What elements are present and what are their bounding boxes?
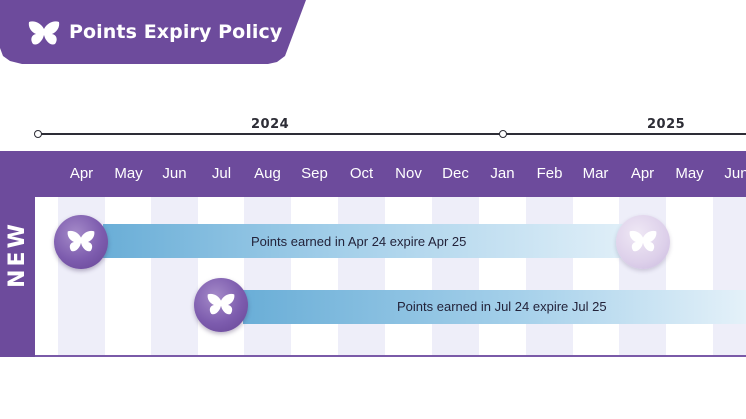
end-badge-apr [616,215,670,269]
month-label: Jun [724,165,746,182]
start-badge-apr [54,215,108,269]
expiry-bar-label: Points earned in Apr 24 expire Apr 25 [251,234,467,249]
month-label: Sep [301,165,328,182]
year-marker-start [34,130,42,138]
month-label: Aug [254,165,281,182]
month-label: Jan [490,165,515,182]
month-column-stripe [244,197,291,355]
month-header: Apr May Jun Jul Aug Sep Oct Nov Dec Jan … [35,151,746,197]
section-label-text: NEW [5,220,30,288]
month-label: May [675,165,704,182]
month-label: Mar [582,165,609,182]
month-label: Apr [69,165,94,182]
month-label: Apr [630,165,655,182]
month-label: Jun [162,165,187,182]
month-column-stripe [338,197,385,355]
year-timeline-line [38,133,746,135]
month-label: May [114,165,143,182]
month-label: Oct [349,165,374,182]
month-label: Dec [442,165,469,182]
butterfly-icon [207,293,235,315]
section-label: NEW [0,151,35,357]
expiry-bar-jul [243,290,746,324]
month-label: Feb [536,165,563,182]
expiry-bar-label: Points earned in Jul 24 expire Jul 25 [397,299,607,314]
expiry-bar-apr [103,224,645,258]
month-label: Nov [395,165,422,182]
timeline-body [35,197,746,357]
year-label-2024: 2024 [251,117,290,132]
page-title: Points Expiry Policy [69,21,283,43]
month-column-stripe [526,197,573,355]
butterfly-icon [28,21,60,45]
month-column-stripe [713,197,746,355]
month-column-stripe [432,197,479,355]
butterfly-icon [629,230,657,252]
month-column-stripe [151,197,198,355]
year-label-2025: 2025 [647,117,686,132]
section-sidebar [0,151,35,357]
butterfly-icon [67,230,95,252]
start-badge-jul [194,278,248,332]
month-label: Jul [211,165,232,182]
year-marker-2025 [499,130,507,138]
